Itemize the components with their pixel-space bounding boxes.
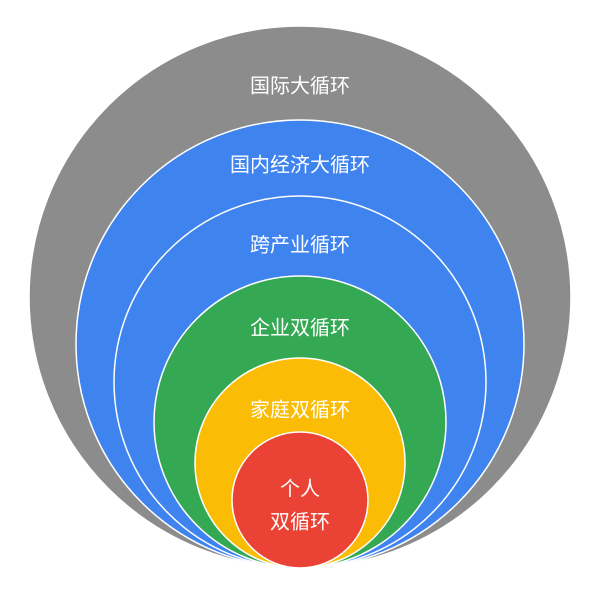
label-international: 国际大循环 xyxy=(250,74,350,98)
label-domestic-economy: 国内经济大循环 xyxy=(230,153,370,177)
label-individual-line2: 双循环 xyxy=(270,510,330,534)
label-cross-industry: 跨产业循环 xyxy=(250,233,350,257)
label-enterprise: 企业双循环 xyxy=(250,316,350,340)
label-individual-line1: 个人 xyxy=(280,477,320,501)
label-household: 家庭双循环 xyxy=(250,398,350,422)
circle-individual xyxy=(231,431,369,569)
